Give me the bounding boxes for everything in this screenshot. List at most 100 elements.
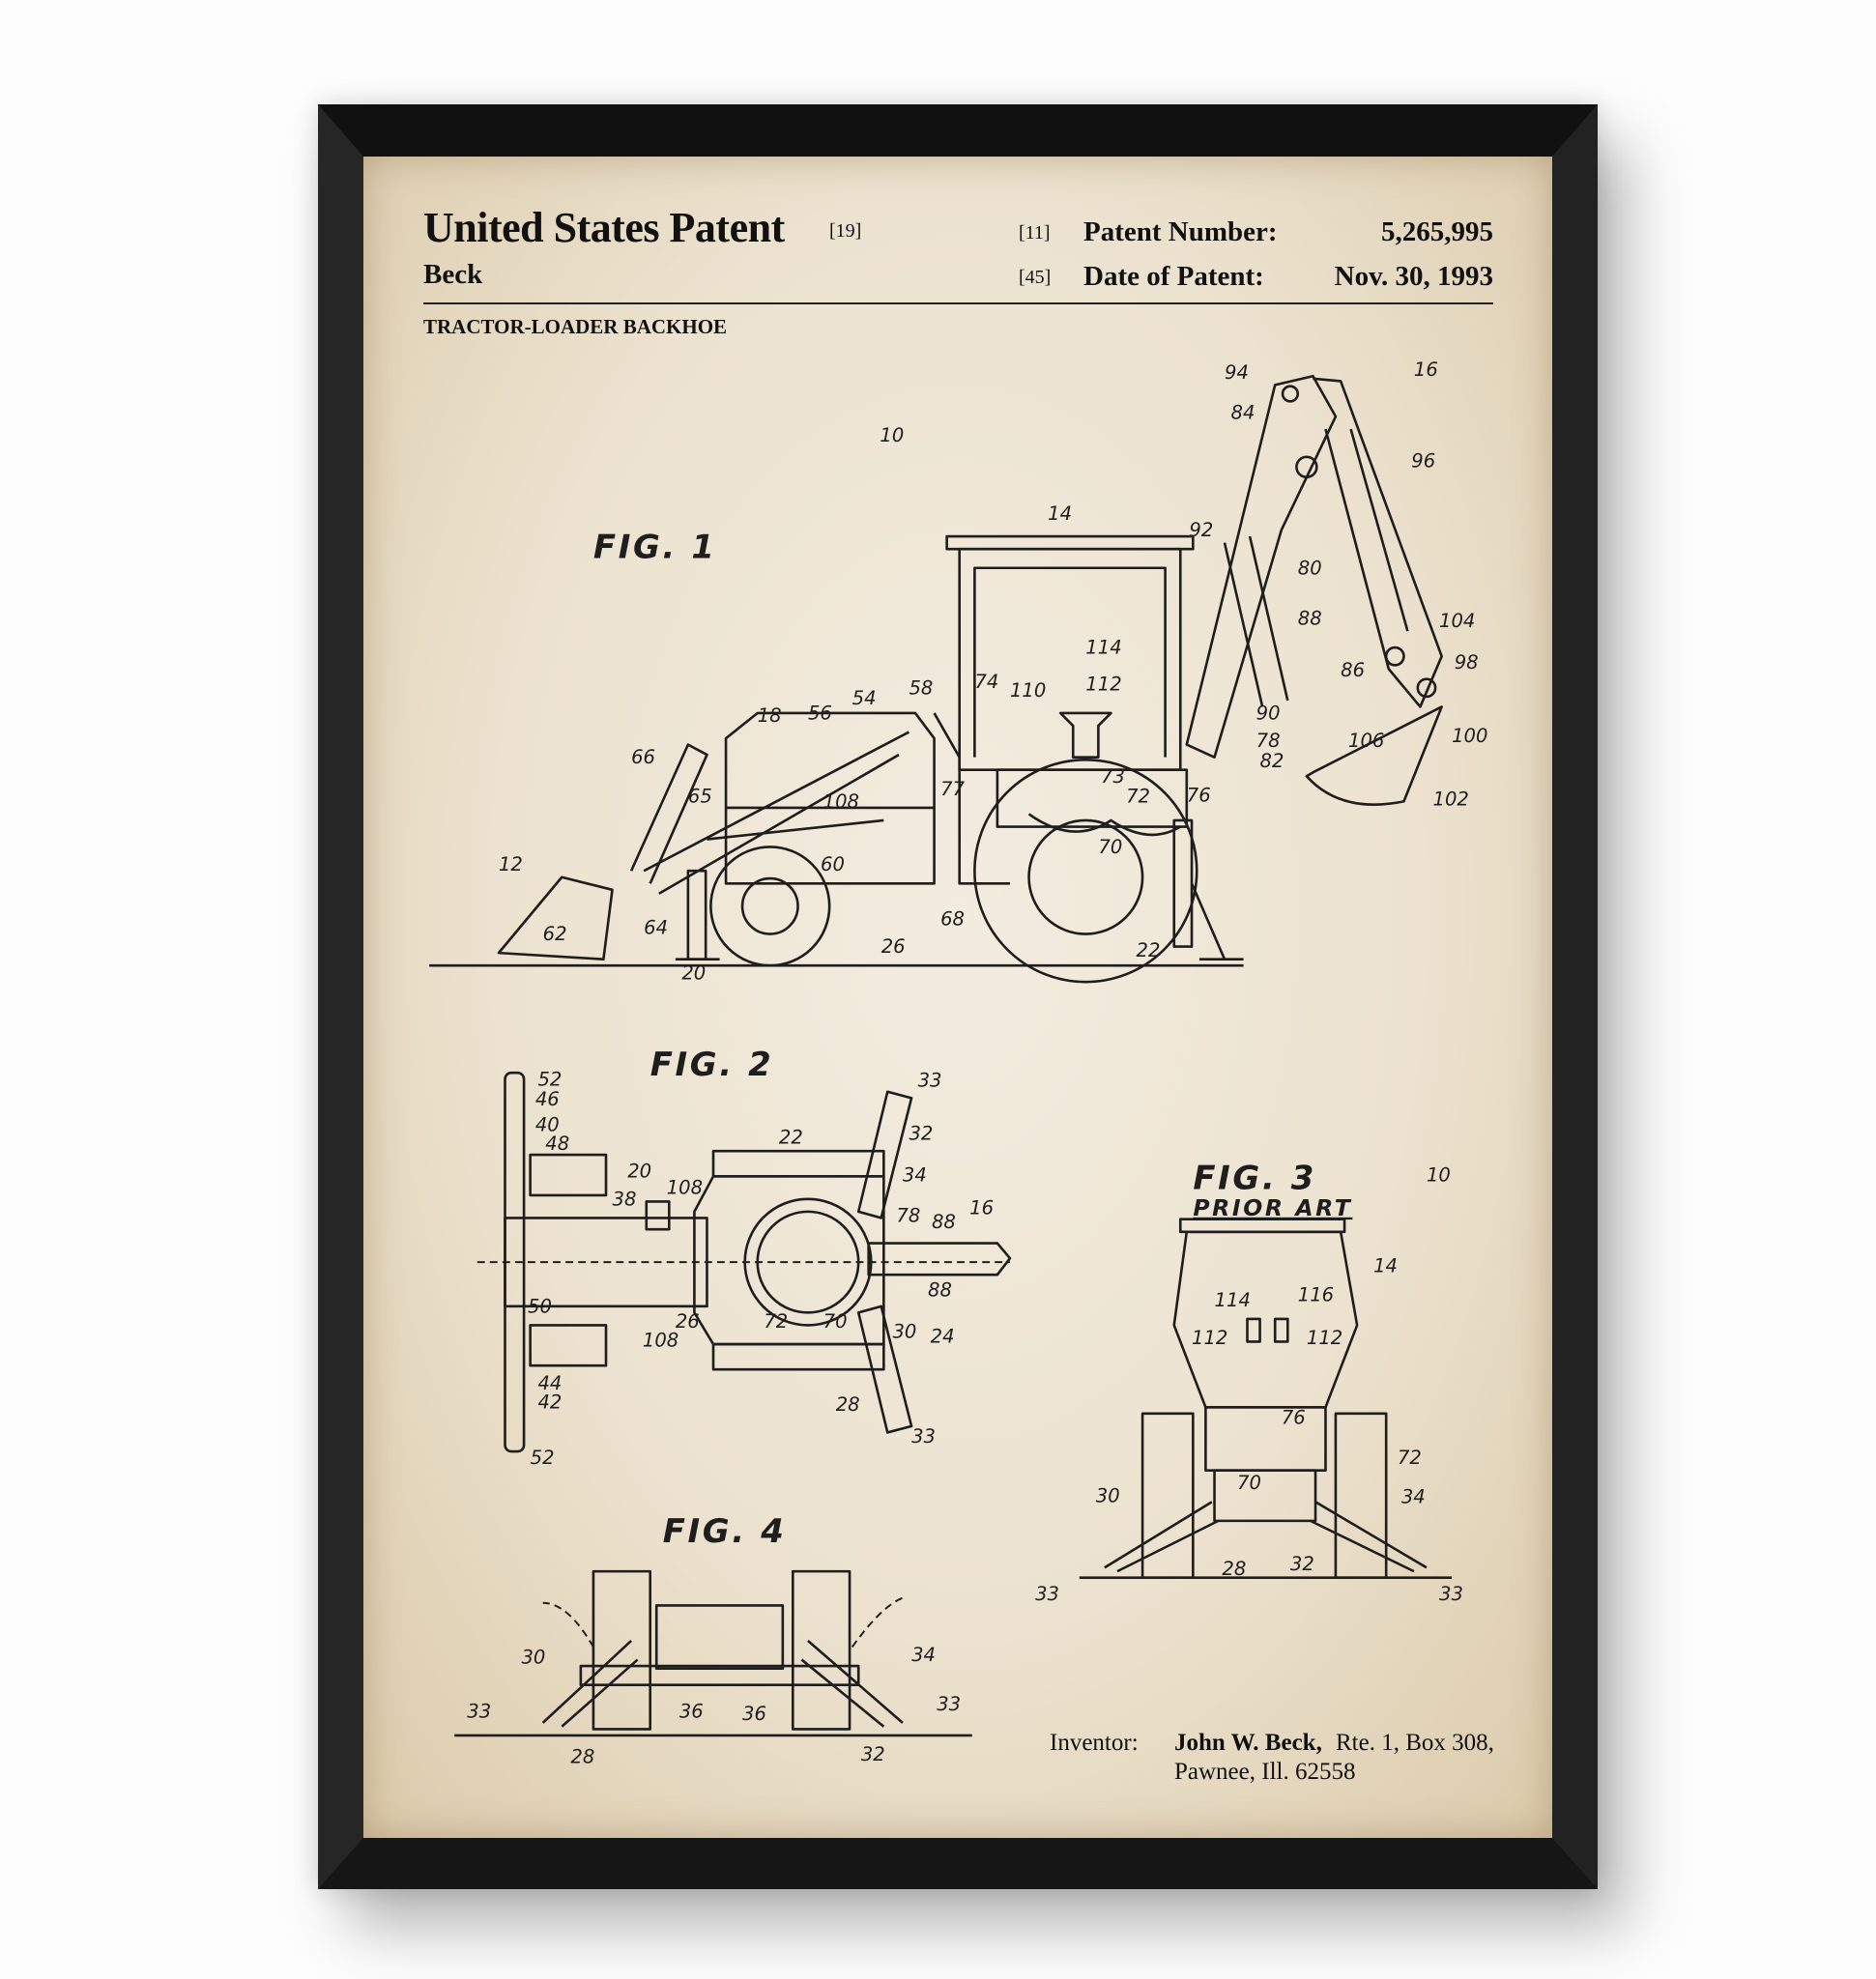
- fig1-reference-numeral: 16: [1414, 359, 1438, 381]
- figure-3-drawing: FIG. 3 PRIOR ART: [1079, 1159, 1453, 1579]
- figure-2-drawing: FIG. 2: [476, 1046, 1012, 1453]
- fig1-reference-numeral: 84: [1231, 402, 1255, 424]
- fig3-label: FIG. 3: [1193, 1159, 1316, 1197]
- date-label: Date of Patent:: [1083, 261, 1264, 292]
- fig1-reference-numeral: 64: [644, 917, 668, 939]
- fig1-reference-numeral: 12: [499, 853, 523, 875]
- fig1-reference-numeral: 90: [1256, 702, 1281, 724]
- fig1-reference-numeral: 73: [1101, 765, 1125, 788]
- fig2-reference-numeral: 52: [531, 1447, 555, 1469]
- header-divider: [423, 302, 1493, 304]
- patent-number: 5,265,995: [1381, 216, 1493, 247]
- patent-subject: TRACTOR-LOADER BACKHOE: [423, 315, 728, 338]
- fig4-reference-numeral: 32: [861, 1743, 885, 1765]
- fig2-reference-numeral: 33: [911, 1425, 936, 1448]
- fig1-reference-numeral: 92: [1189, 519, 1213, 541]
- fig1-reference-numeral: 22: [1137, 939, 1161, 961]
- fig2-reference-numeral: 52: [537, 1068, 562, 1090]
- fig1-reference-numeral: 110: [1010, 679, 1046, 702]
- fig4-reference-numeral: 34: [911, 1644, 936, 1666]
- fig1-reference-numeral: 65: [688, 786, 712, 808]
- figure-4-drawing: FIG. 4: [454, 1512, 972, 1737]
- figure-1-drawing: FIG. 1: [429, 374, 1443, 984]
- fig2-reference-numeral: 28: [836, 1393, 860, 1416]
- fig1-reference-numeral: 14: [1048, 502, 1072, 525]
- fig4-reference-numeral: 33: [937, 1693, 961, 1715]
- fig2-reference-numeral: 88: [928, 1278, 952, 1301]
- fig1-reference-numeral: 108: [823, 790, 859, 813]
- fig2-reference-numeral: 16: [969, 1196, 994, 1219]
- fig2-reference-numeral: 108: [643, 1330, 678, 1352]
- fig1-reference-numeral: 66: [631, 746, 655, 768]
- document-title: United States Patent: [423, 204, 785, 251]
- fig3-reference-numeral: 112: [1192, 1327, 1227, 1349]
- fig4-reference-numeral: 36: [679, 1701, 704, 1723]
- fig1-reference-numeral: 94: [1225, 361, 1249, 384]
- fig1-reference-numeral: 18: [758, 704, 782, 727]
- fig2-reference-numeral: 33: [918, 1070, 942, 1092]
- fig2-reference-numeral: 32: [909, 1122, 933, 1144]
- fig2-reference-numeral: 42: [537, 1391, 562, 1414]
- fig1-reference-numeral: 76: [1187, 784, 1211, 806]
- fig3-reference-numeral: 33: [1439, 1583, 1463, 1605]
- fig1-reference-numeral: 56: [808, 702, 832, 724]
- fig1-reference-numeral: 62: [543, 923, 567, 945]
- fig1-reference-numeral: 100: [1452, 725, 1487, 747]
- inventor-surname: Beck: [423, 259, 483, 290]
- fig3-prior-art-note: PRIOR ART: [1193, 1194, 1352, 1221]
- fig1-reference-numeral: 112: [1085, 673, 1121, 695]
- fig4-label: FIG. 4: [663, 1512, 787, 1551]
- inventor-label: Inventor:: [1050, 1730, 1139, 1756]
- fig3-reference-numeral: 70: [1237, 1472, 1261, 1494]
- fig1-label: FIG. 1: [593, 528, 717, 566]
- fig2-reference-numeral: 44: [537, 1372, 562, 1394]
- fig3-reference-numeral: 116: [1298, 1284, 1334, 1306]
- fig2-reference-numeral: 22: [779, 1126, 803, 1148]
- fig4-reference-numeral: 30: [521, 1646, 545, 1668]
- fig2-reference-numeral: 50: [528, 1295, 552, 1317]
- fig2-reference-numeral: 70: [823, 1310, 848, 1333]
- fig2-reference-numeral: 26: [676, 1310, 700, 1333]
- fig1-reference-numeral: 82: [1260, 750, 1284, 772]
- fig1-reference-numeral: 88: [1298, 608, 1322, 630]
- fig1-reference-numeral: 60: [821, 853, 845, 875]
- fig2-reference-numeral: 78: [896, 1204, 920, 1226]
- fig3-reference-numeral: 14: [1373, 1255, 1398, 1277]
- fig3-reference-numeral: 112: [1307, 1327, 1342, 1349]
- fig2-label: FIG. 2: [650, 1046, 774, 1084]
- fig1-reference-numeral: 58: [909, 676, 933, 699]
- fig3-reference-numeral: 33: [1035, 1583, 1059, 1605]
- fig2-reference-numeral: 88: [932, 1211, 956, 1233]
- fig1-reference-numeral: 78: [1256, 730, 1281, 752]
- fig2-reference-numeral: 38: [613, 1188, 637, 1210]
- fig3-reference-numeral: 76: [1282, 1406, 1306, 1428]
- date-ref: [45]: [1019, 267, 1052, 288]
- fig3-reference-numeral: 114: [1215, 1289, 1251, 1311]
- fig3-reference-numeral: 32: [1290, 1553, 1314, 1575]
- fig1-reference-numeral: 96: [1411, 449, 1435, 472]
- fig1-reference-numeral: 72: [1126, 786, 1150, 808]
- fig3-reference-numeral: 72: [1398, 1447, 1422, 1469]
- fig4-reference-numeral: 28: [570, 1746, 594, 1768]
- fig1-reference-numeral: 20: [681, 962, 706, 985]
- fig1-reference-numeral: 70: [1098, 836, 1122, 858]
- fig4-reference-numeral: 36: [742, 1703, 766, 1725]
- title-ref-code: [19]: [829, 220, 862, 242]
- fig4-reference-numeral: 33: [467, 1701, 491, 1723]
- fig2-reference-numeral: 108: [667, 1177, 703, 1199]
- patent-number-label: Patent Number:: [1083, 216, 1278, 247]
- fig3-reference-numeral: 34: [1401, 1486, 1426, 1508]
- fig3-reference-numeral: 10: [1427, 1164, 1451, 1187]
- fig1-reference-numeral: 10: [880, 424, 904, 446]
- inventor-address-line1: Rte. 1, Box 308,: [1336, 1730, 1494, 1756]
- frame-bevel: [318, 104, 1598, 1889]
- fig2-reference-numeral: 20: [627, 1161, 651, 1183]
- fig1-reference-numeral: 106: [1348, 730, 1384, 752]
- fig1-reference-numeral: 74: [974, 671, 998, 693]
- inventor-address-line2: Pawnee, Ill. 62558: [1174, 1759, 1356, 1785]
- fig1-reference-numeral: 98: [1455, 651, 1479, 674]
- patent-date: Nov. 30, 1993: [1334, 261, 1493, 292]
- fig2-reference-numeral: 46: [535, 1088, 560, 1110]
